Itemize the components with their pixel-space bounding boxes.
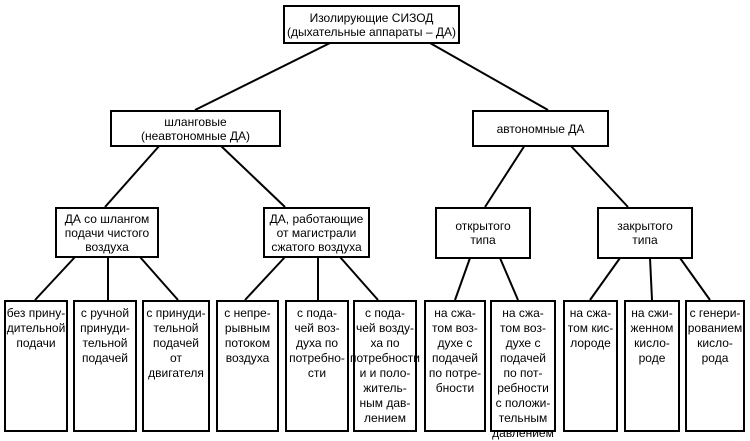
edge-hose-compressed [219, 144, 286, 208]
edge-closed-l9 [589, 257, 621, 301]
node-autonomous: автономные ДА [472, 110, 609, 147]
node-hose: шланговые (неавтономные ДА) [110, 110, 281, 147]
edge-root-autonomous [429, 42, 549, 111]
edge-closed-l10 [649, 257, 653, 301]
leaf-compressed-air-demand: на сжа- том воз- духе с подачей по потре… [424, 300, 486, 432]
node-clean-air-hose: ДА со шлангом подачи чистого воздуха [55, 207, 159, 258]
edge-closed-l11 [679, 257, 711, 301]
edge-open-l7 [454, 257, 471, 301]
edge-auto-closed [569, 144, 629, 208]
edge-root-hose [194, 42, 331, 111]
edge-compressed-l4 [244, 256, 286, 301]
edge-clean-l1 [34, 256, 76, 301]
leaf-engine-forced-supply: с принуди- тельной подачей от двигателя [142, 300, 210, 432]
leaf-compressed-air-positive: на сжа- том воз- духе с подачей по пот- … [490, 300, 556, 440]
leaf-demand-supply: с пода- чей воз- духа по потребно- сти [285, 300, 349, 432]
node-closed-type: закрытого типа [597, 207, 693, 259]
leaf-liquid-oxygen: на сжи- женном кисло- роде [624, 300, 680, 432]
edge-clean-l3 [139, 256, 179, 301]
edge-open-l8 [499, 257, 519, 301]
leaf-demand-positive-pressure: с пода- чей возду- ха по потребности и и… [350, 300, 420, 432]
edge-auto-open [484, 144, 526, 208]
leaf-continuous-flow: с непре- рывным потоком воздуха [216, 300, 279, 432]
edge-compressed-l6 [339, 256, 379, 301]
leaf-no-forced-supply: без прину- дительной подачи [4, 300, 68, 432]
leaf-oxygen-generation: с генери- рованием кисло- рода [685, 300, 745, 432]
leaf-manual-forced-supply: с ручной принуди- тельной подачей [73, 300, 137, 432]
leaf-compressed-oxygen: на сжа- том кис- лороде [563, 300, 618, 432]
node-compressed-line: ДА, работающие от магистрали сжатого воз… [263, 207, 370, 258]
root-node: Изолирующие СИЗОД (дыхательные аппараты … [283, 5, 460, 44]
edge-hose-clean [104, 144, 161, 208]
node-open-type: открытого типа [435, 207, 531, 259]
